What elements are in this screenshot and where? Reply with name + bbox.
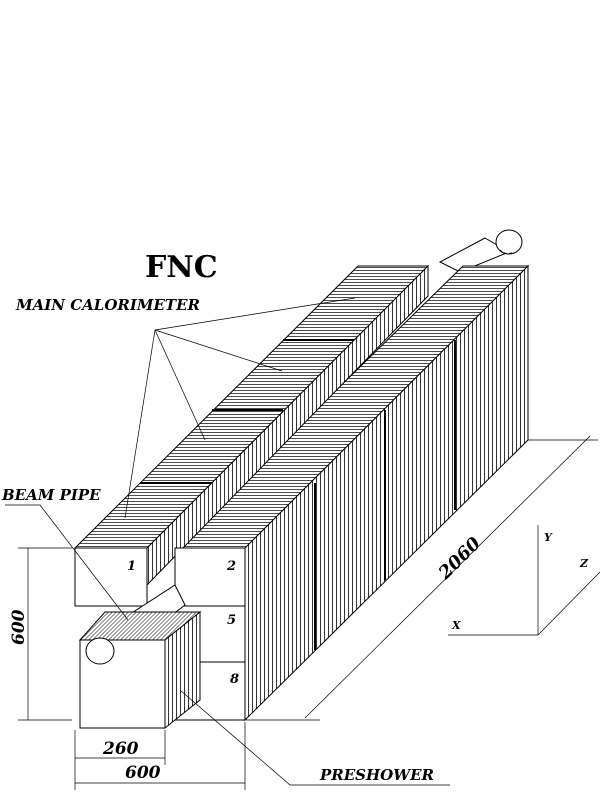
preshower-leader — [179, 689, 450, 786]
beam-pipe-far — [438, 229, 523, 273]
dimension-total-width: 600 — [125, 763, 161, 783]
module-number-5: 5 — [227, 613, 236, 628]
coordinate-axes — [448, 525, 601, 636]
diagram-title: FNC — [145, 250, 218, 285]
module-number-2: 2 — [226, 559, 236, 574]
beam-pipe-leader — [5, 504, 129, 621]
dimension-height: 600 — [9, 609, 29, 645]
preshower-block — [78, 610, 202, 730]
axis-label-z: Z — [579, 557, 589, 570]
dimension-length: 2060 — [434, 533, 485, 584]
main-calorimeter-leaders — [124, 297, 356, 519]
dimension-lines — [18, 435, 598, 790]
module-number-1: 1 — [127, 559, 136, 574]
main-calorimeter-label: MAIN CALORIMETER — [15, 296, 200, 314]
preshower-label: PRESHOWER — [319, 766, 434, 784]
axis-label-y: Y — [544, 531, 553, 544]
axis-label-x: X — [451, 619, 461, 632]
dimension-preshower-width: 260 — [102, 739, 139, 759]
module-number-8: 8 — [230, 672, 239, 687]
calorimeter-dividers — [140, 339, 456, 650]
beam-pipe-label: BEAM PIPE — [1, 486, 101, 504]
